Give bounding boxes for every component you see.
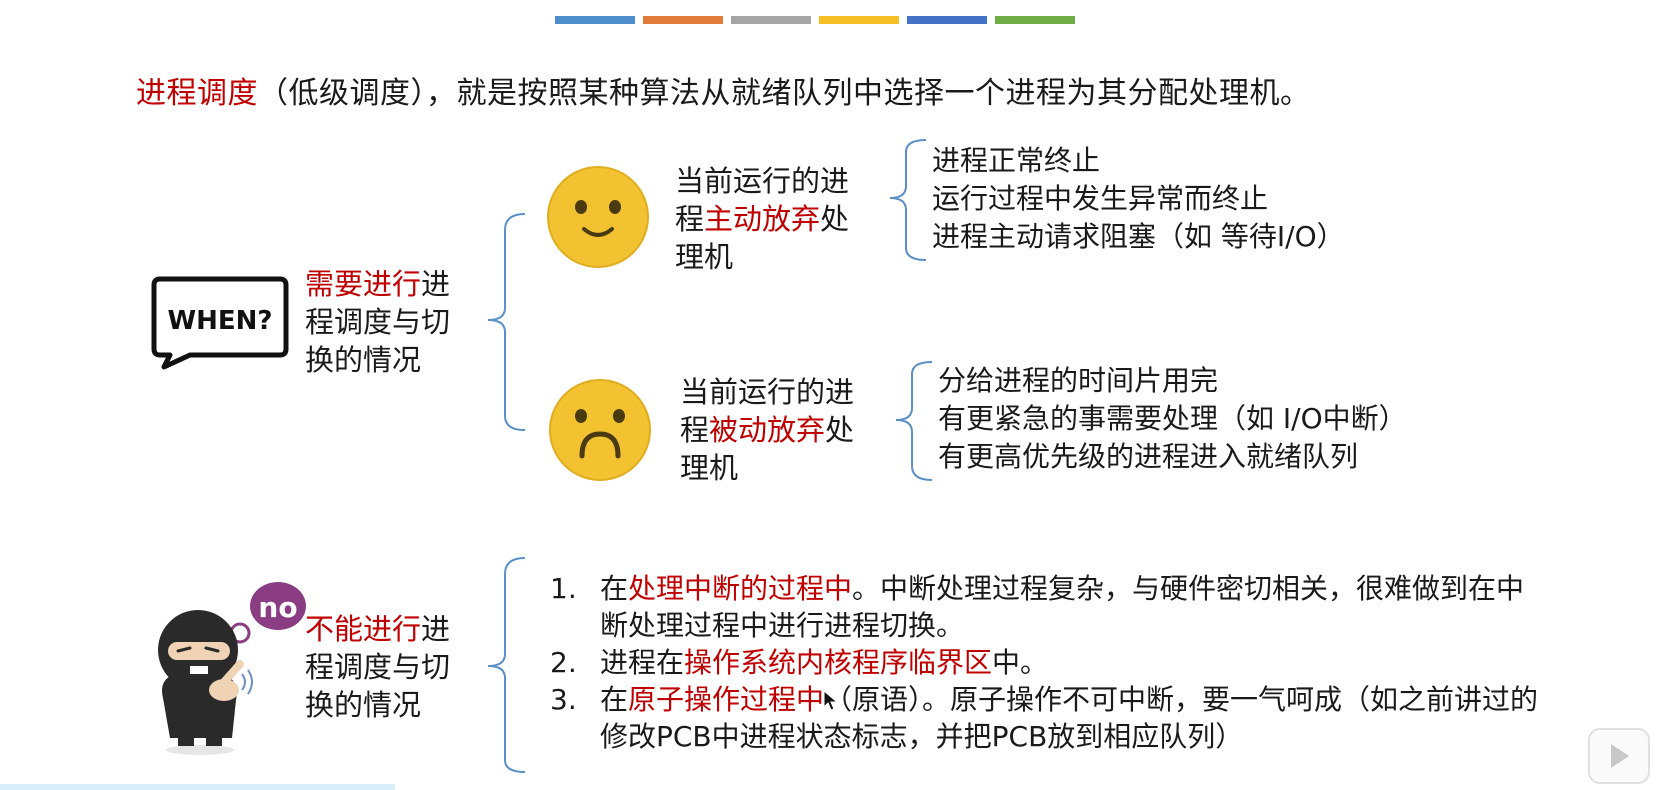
no-label-red: 不能进行 [305,612,421,646]
voluntary-reason-1: 进程正常终止 [932,142,1345,180]
voluntary-line1: 当前运行的进 [675,162,880,200]
involuntary-reason-1: 分给进程的时间片用完 [938,362,1407,400]
no-badge-text: no [258,591,297,624]
video-play-button[interactable] [1588,728,1650,784]
voluntary-reason-3: 进程主动请求阻塞（如 等待I/O） [932,218,1345,256]
voluntary-reason-2: 运行过程中发生异常而终止 [932,180,1345,218]
list-item-keyword: 原子操作过程中 [628,683,824,716]
voluntary-keyword: 主动放弃 [704,202,820,236]
involuntary-line2: 程被动放弃处 [680,411,885,449]
no-section-label: 不能进行进程调度与切换的情况 [305,610,470,724]
smiley-face-icon [546,165,650,273]
list-item-number: 3. [550,681,600,755]
voluntary-reasons: 进程正常终止 运行过程中发生异常而终止 进程主动请求阻塞（如 等待I/O） [932,142,1345,256]
mouse-cursor-icon [823,690,839,716]
ninja-no-icon: no [128,578,308,760]
involuntary-keyword: 被动放弃 [709,413,825,447]
involuntary-reason-2: 有更紧急的事需要处理（如 I/O中断） [938,400,1407,438]
involuntary-reason-3: 有更高优先级的进程进入就绪队列 [938,438,1407,476]
involuntary-line1: 当前运行的进 [680,373,885,411]
list-item: 1. 在处理中断的过程中。中断处理过程复杂，与硬件密切相关，很难做到在中断处理过… [550,570,1550,644]
list-item-keyword: 处理中断的过程中 [628,572,852,605]
list-item-number: 1. [550,570,600,644]
involuntary-yield-label: 当前运行的进 程被动放弃处 理机 [680,373,885,487]
no-switch-list: 1. 在处理中断的过程中。中断处理过程复杂，与硬件密切相关，很难做到在中断处理过… [550,570,1550,755]
list-item-keyword: 操作系统内核程序临界区 [684,646,992,679]
progress-strip [0,784,395,790]
list-item: 2. 进程在操作系统内核程序临界区中。 [550,644,1550,681]
list-item-number: 2. [550,644,600,681]
involuntary-line3: 理机 [680,449,885,487]
voluntary-yield-label: 当前运行的进 程主动放弃处 理机 [675,162,880,276]
sad-face-icon [548,378,652,486]
list-item: 3. 在原子操作过程中（原语）。原子操作不可中断，要一气呵成（如之前讲过的修改P… [550,681,1550,755]
involuntary-reasons: 分给进程的时间片用完 有更紧急的事需要处理（如 I/O中断） 有更高优先级的进程… [938,362,1407,476]
voluntary-line2: 程主动放弃处 [675,200,880,238]
voluntary-line3: 理机 [675,238,880,276]
